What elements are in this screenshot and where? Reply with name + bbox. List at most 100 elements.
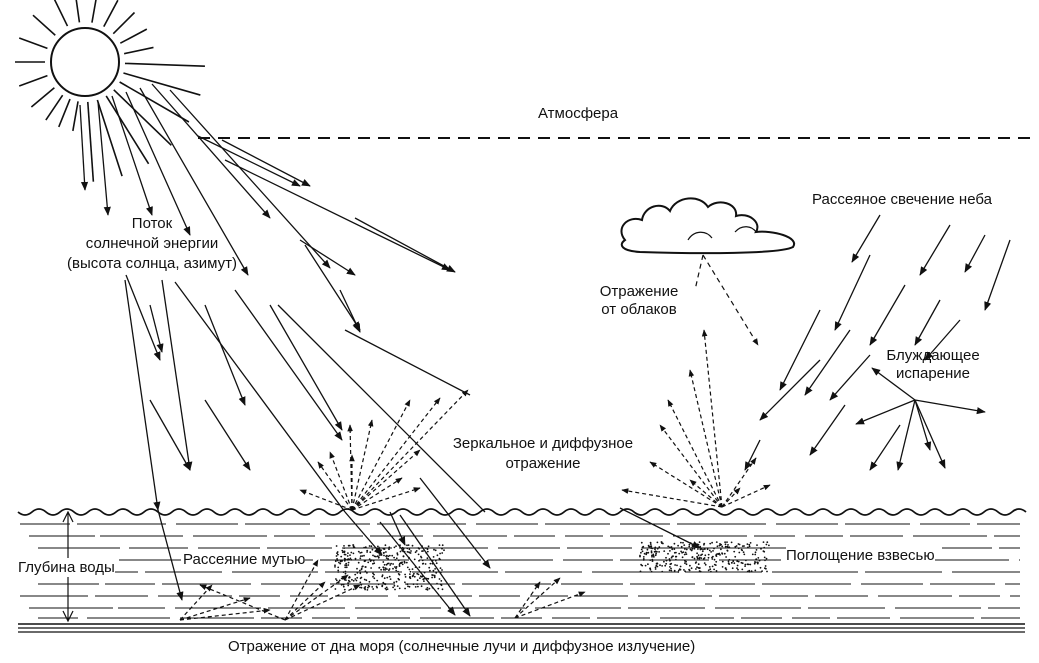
particle-dot	[404, 576, 407, 578]
particle-dot	[719, 554, 721, 556]
particle-dot	[418, 547, 421, 550]
particle-dot	[673, 542, 676, 545]
particle-dot	[709, 542, 712, 545]
particle-dot	[437, 587, 440, 590]
particle-dot	[433, 575, 436, 577]
solar-flux-arrow	[125, 91, 191, 236]
particle-dot	[385, 557, 388, 559]
particle-dot	[720, 548, 722, 551]
particle-dot	[388, 546, 391, 549]
sun-ray	[103, 0, 119, 28]
particle-dot	[423, 580, 425, 582]
particle-dot	[369, 551, 372, 554]
particle-dot	[441, 552, 444, 554]
particle-dot	[372, 572, 374, 575]
sun-icon	[15, 0, 205, 182]
particle-dot	[736, 567, 738, 569]
particle-dot	[372, 588, 375, 590]
cloud-reflection-arrow	[694, 254, 704, 291]
particle-dot	[383, 577, 386, 580]
particle-dot	[418, 566, 421, 569]
particle-dot	[343, 560, 346, 562]
water-depth-label: Глубина воды	[18, 558, 115, 577]
particle-dot	[404, 581, 406, 584]
sun-ray	[96, 99, 123, 177]
solar-flux-arrow	[149, 399, 191, 471]
sky-scatter-arrow	[804, 329, 851, 396]
reflection-arrow	[688, 369, 723, 508]
particle-dot	[395, 545, 397, 547]
wandering-arrow	[896, 399, 916, 471]
reflection-arrow	[721, 484, 771, 508]
particle-dot	[697, 563, 700, 566]
reflection-arrow	[351, 487, 421, 511]
particle-dot	[713, 547, 715, 550]
particle-dot	[688, 568, 690, 571]
particle-dot	[661, 565, 663, 567]
particle-dot	[372, 554, 374, 557]
particle-dot	[660, 541, 663, 543]
particle-dot	[679, 565, 682, 568]
wandering-evaporation-label-2: испарение	[895, 365, 971, 382]
particle-dot	[755, 549, 758, 551]
particle-dot	[700, 554, 702, 557]
specular-reflection-label-2: отражение	[505, 455, 581, 472]
particle-dot	[399, 550, 402, 553]
particle-dot	[702, 548, 704, 551]
particle-dot	[765, 557, 768, 560]
particle-dot	[647, 563, 649, 566]
particle-dot	[412, 583, 415, 586]
particle-dot	[393, 581, 395, 584]
particle-dot	[748, 569, 751, 572]
particle-dot	[397, 577, 400, 580]
particle-dot	[382, 552, 385, 554]
solar-flux-arrow	[204, 399, 251, 471]
particle-dot	[701, 550, 704, 553]
particle-dot	[733, 562, 736, 565]
particle-dot	[388, 575, 391, 578]
particle-dot	[347, 544, 350, 547]
sky-scatter-arrow	[919, 224, 951, 276]
sun-ray	[30, 87, 55, 108]
particle-dot	[429, 569, 431, 572]
reflection-arrow	[351, 477, 403, 511]
particle-dot	[749, 542, 752, 544]
particle-dot	[669, 550, 671, 552]
particle-dot	[354, 573, 357, 576]
particle-dot	[716, 545, 719, 548]
particle-dot	[384, 544, 387, 547]
particle-dot	[425, 588, 428, 591]
particle-dot	[715, 541, 718, 543]
particle-dot	[755, 558, 758, 560]
particle-dot	[372, 559, 375, 562]
particle-dot	[380, 568, 382, 571]
particle-dot	[392, 567, 394, 570]
particle-dot	[651, 554, 653, 557]
particle-dot	[651, 558, 654, 561]
particle-dot	[761, 570, 763, 572]
particle-dot	[359, 555, 362, 557]
particle-dot	[656, 565, 659, 568]
particle-dot	[710, 570, 712, 573]
particle-dot	[663, 560, 665, 563]
particle-dot	[642, 558, 645, 560]
particle-dot	[440, 580, 443, 582]
particle-dot	[693, 557, 696, 560]
particle-dot	[740, 561, 743, 564]
particle-dot	[359, 552, 362, 554]
particle-dot	[434, 549, 437, 552]
sun-ray	[112, 11, 136, 35]
particle-dot	[385, 586, 388, 589]
particle-dot	[661, 570, 664, 573]
particle-dot	[762, 550, 765, 552]
particle-dot	[371, 586, 374, 588]
particle-dot	[682, 551, 685, 553]
particle-dot	[341, 560, 343, 562]
particle-dot	[409, 570, 412, 573]
reflection-arrow	[351, 397, 441, 511]
particle-dot	[757, 557, 760, 559]
particle-dot	[656, 541, 659, 544]
particle-dot	[748, 543, 751, 546]
particle-dot	[385, 563, 388, 566]
particle-dot	[736, 560, 739, 563]
